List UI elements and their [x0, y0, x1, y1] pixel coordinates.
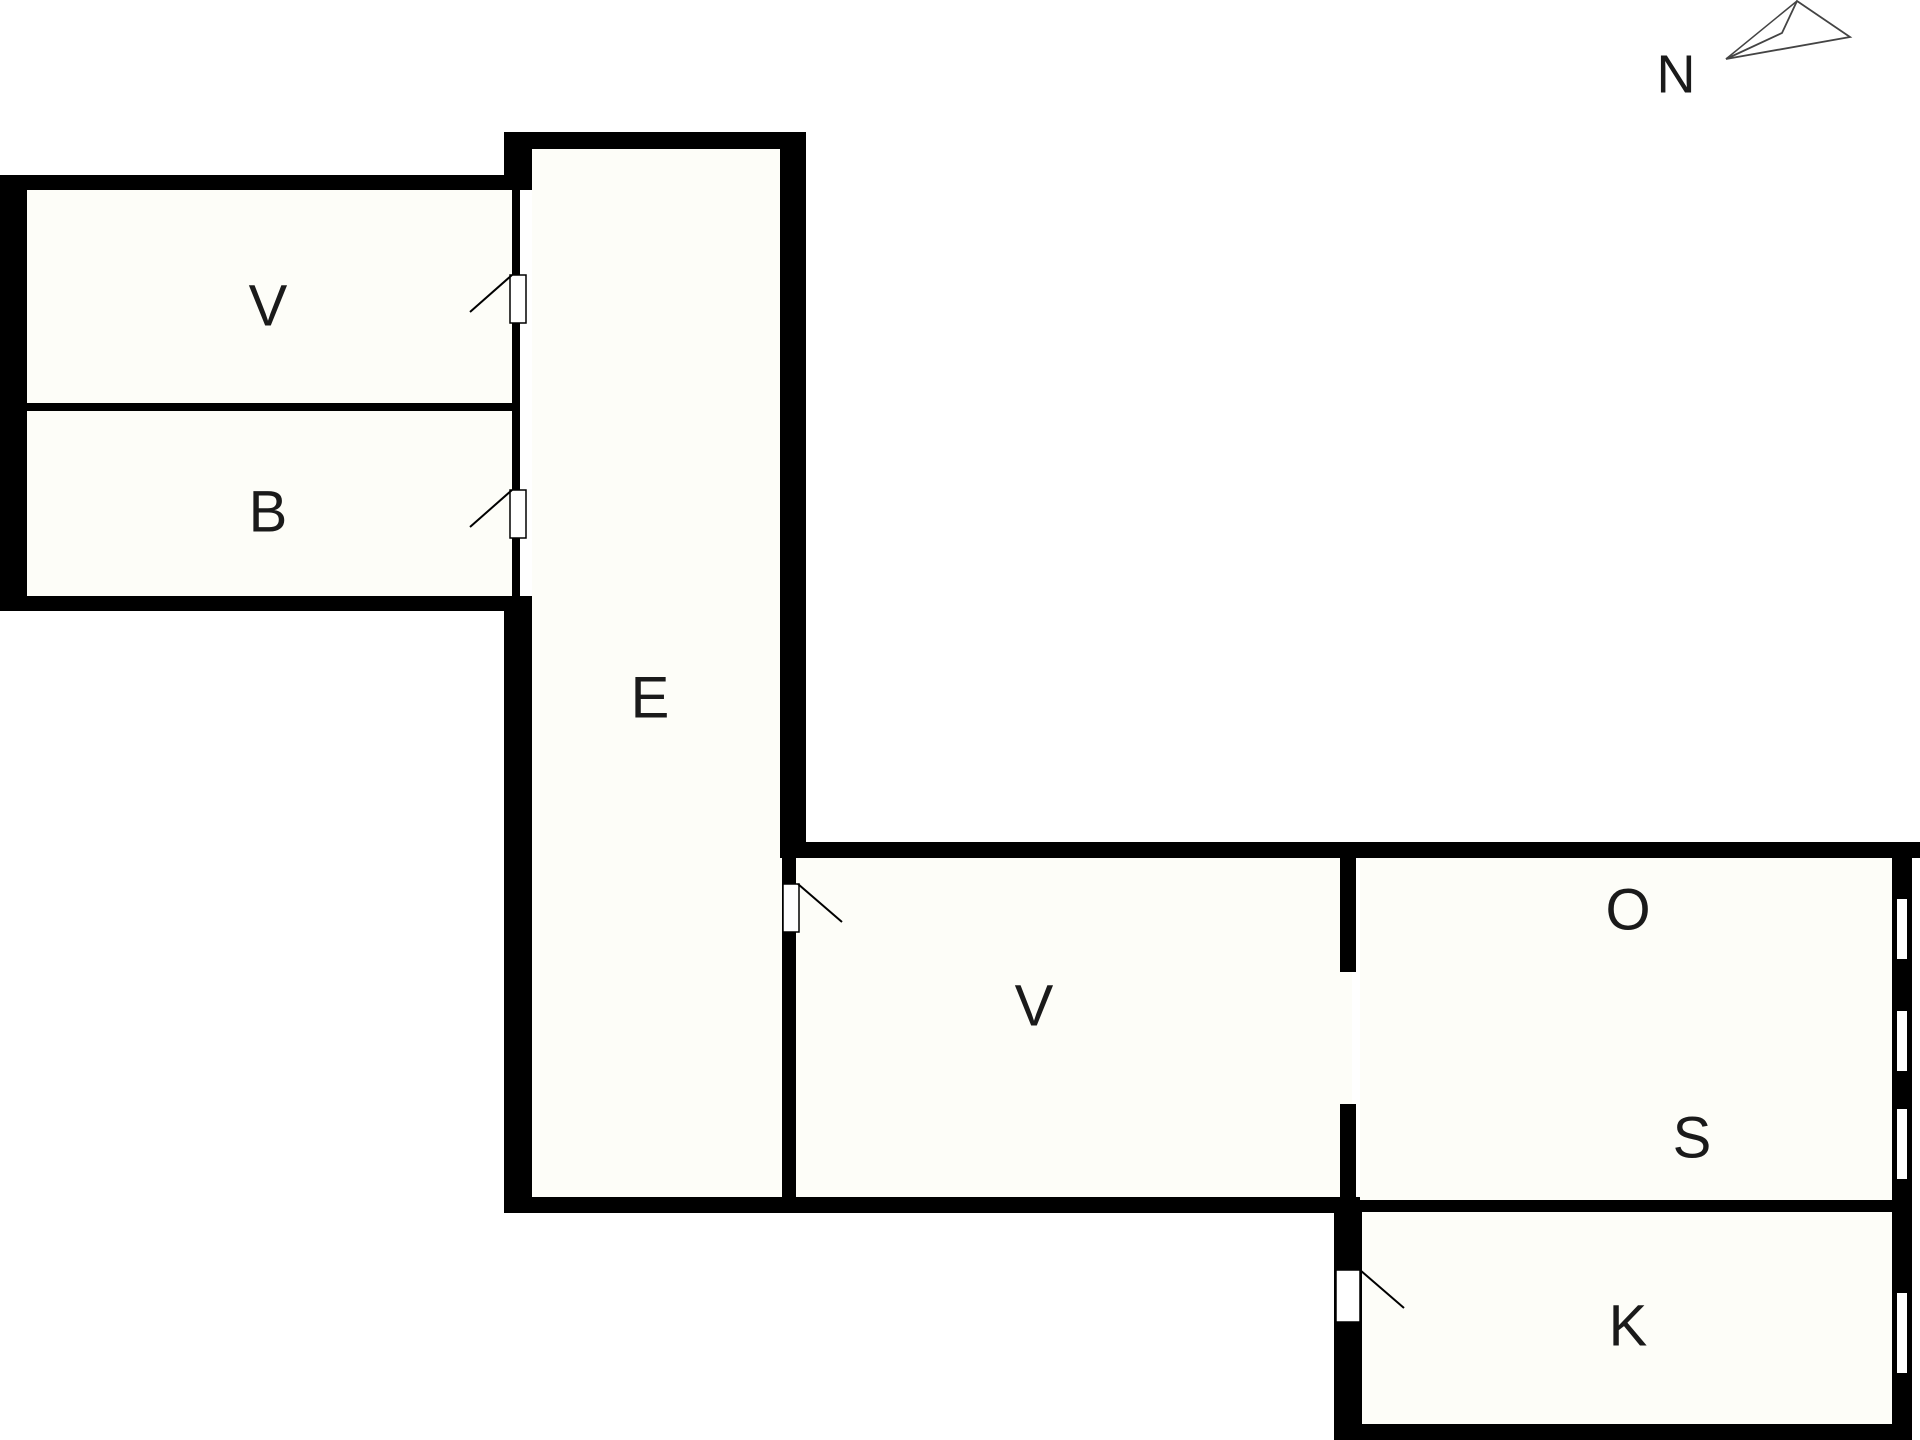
- door-k: [1335, 1269, 1405, 1323]
- windows: [1895, 897, 1909, 1375]
- wall: [1340, 1104, 1356, 1214]
- room-label-e: E: [631, 665, 670, 730]
- room-v-middle-area: [788, 858, 1352, 1200]
- room-k-area: [1360, 1212, 1892, 1426]
- wall: [780, 132, 806, 856]
- north-arrow-icon: [1725, 0, 1853, 60]
- wall: [27, 403, 512, 411]
- wall: [1356, 1424, 1912, 1440]
- wall: [504, 600, 532, 1212]
- door-v-middle: [782, 883, 843, 933]
- room-label-b: B: [249, 479, 288, 544]
- wall: [504, 1197, 1360, 1213]
- window: [1895, 1107, 1909, 1181]
- room-label-o: O: [1605, 877, 1650, 942]
- north-arrow-spine: [1725, 0, 1798, 60]
- wall: [1340, 856, 1356, 972]
- doors: [469, 274, 1405, 1323]
- compass-label-n: N: [1657, 44, 1696, 104]
- room-label-s: S: [1673, 1105, 1712, 1170]
- room-label-v-middle: V: [1015, 973, 1054, 1038]
- window: [1895, 897, 1909, 961]
- wall: [1356, 1200, 1912, 1212]
- wall: [0, 175, 27, 611]
- north-compass: N: [1657, 0, 1853, 104]
- wall: [782, 856, 796, 1200]
- room-labels: V B E V O S K: [249, 273, 1712, 1358]
- room-label-v-top: V: [249, 273, 288, 338]
- wall: [504, 132, 806, 149]
- room-v-top-area: [27, 188, 512, 405]
- wall: [0, 596, 532, 611]
- room-fills: [27, 148, 1892, 1426]
- wall: [504, 132, 532, 190]
- window: [1895, 1291, 1909, 1375]
- room-b-area: [27, 411, 512, 601]
- wall: [512, 188, 520, 604]
- window: [1895, 1009, 1909, 1073]
- room-label-k: K: [1609, 1293, 1648, 1358]
- wall: [0, 175, 512, 190]
- wall: [780, 842, 1920, 858]
- room-os-area: [1360, 858, 1892, 1200]
- door-b: [469, 489, 527, 539]
- door-v-top: [469, 274, 527, 324]
- room-e-area: [532, 148, 782, 1200]
